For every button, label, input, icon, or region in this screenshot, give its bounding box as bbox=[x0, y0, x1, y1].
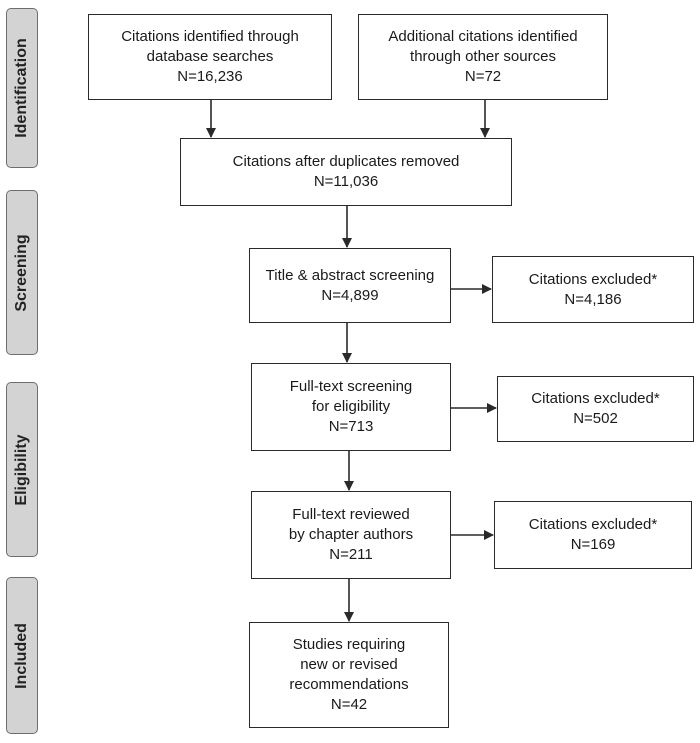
box-title-abstract-screening: Title & abstract screening N=4,899 bbox=[249, 248, 451, 323]
box-title-abstract-line1: Title & abstract screening bbox=[265, 266, 435, 284]
box-excluded-eligibility: Citations excluded* N=502 bbox=[497, 376, 694, 442]
box-excluded-screening-line1: Citations excluded* bbox=[528, 270, 658, 288]
box-studies-included: Studies requiring new or revised recomme… bbox=[249, 622, 449, 728]
box-other-sources-line2: through other sources bbox=[410, 48, 556, 65]
phase-eligibility-label: Eligibility bbox=[13, 433, 30, 506]
box-duplicates-removed-count: N=11,036 bbox=[313, 173, 379, 190]
box-full-text-reviewed: Full-text reviewed by chapter authors N=… bbox=[251, 491, 451, 579]
phase-included-label: Included bbox=[13, 622, 30, 689]
box-other-sources: Additional citations identified through … bbox=[358, 14, 608, 100]
box-database-searches-count: N=16,236 bbox=[177, 68, 243, 85]
box-full-text-reviewed-line2: by chapter authors bbox=[288, 526, 414, 543]
box-excluded-review-line1: Citations excluded* bbox=[528, 516, 658, 533]
box-excluded-eligibility-line1: Citations excluded* bbox=[531, 390, 660, 407]
box-excluded-eligibility-count: N=502 bbox=[573, 410, 618, 427]
phase-included: Included bbox=[6, 577, 38, 734]
box-excluded-screening: Citations excluded* N=4,186 bbox=[492, 256, 694, 323]
box-duplicates-removed-line1: Citations after duplicates removed bbox=[232, 153, 460, 170]
box-other-sources-count: N=72 bbox=[464, 68, 502, 85]
phase-screening: Screening bbox=[6, 190, 38, 355]
box-other-sources-line1: Additional citations identified bbox=[388, 28, 578, 45]
box-full-text-screening-line1: Full-text screening bbox=[289, 378, 413, 395]
box-studies-included-line1: Studies requiring bbox=[292, 636, 406, 653]
phase-eligibility: Eligibility bbox=[6, 382, 38, 557]
box-full-text-screening-count: N=713 bbox=[328, 418, 374, 435]
box-full-text-reviewed-count: N=211 bbox=[329, 546, 373, 563]
box-excluded-screening-count: N=4,186 bbox=[564, 290, 622, 308]
box-title-abstract-count: N=4,899 bbox=[321, 286, 379, 304]
box-duplicates-removed: Citations after duplicates removed N=11,… bbox=[180, 138, 512, 206]
phase-identification-label: Identification bbox=[13, 38, 30, 138]
box-studies-included-line3: recommendations bbox=[289, 676, 409, 693]
box-excluded-review-count: N=169 bbox=[570, 536, 616, 553]
box-full-text-screening-line2: for eligibility bbox=[311, 398, 391, 415]
box-full-text-screening: Full-text screening for eligibility N=71… bbox=[251, 363, 451, 451]
box-database-searches: Citations identified through database se… bbox=[88, 14, 332, 100]
box-excluded-review: Citations excluded* N=169 bbox=[494, 501, 692, 569]
box-database-searches-line2: database searches bbox=[146, 48, 274, 65]
box-database-searches-line1: Citations identified through bbox=[121, 28, 299, 45]
box-studies-included-line2: new or revised bbox=[300, 656, 398, 673]
phase-identification: Identification bbox=[6, 8, 38, 168]
box-full-text-reviewed-line1: Full-text reviewed bbox=[292, 506, 410, 523]
box-studies-included-count: N=42 bbox=[330, 696, 368, 713]
phase-screening-label: Screening bbox=[13, 233, 30, 312]
